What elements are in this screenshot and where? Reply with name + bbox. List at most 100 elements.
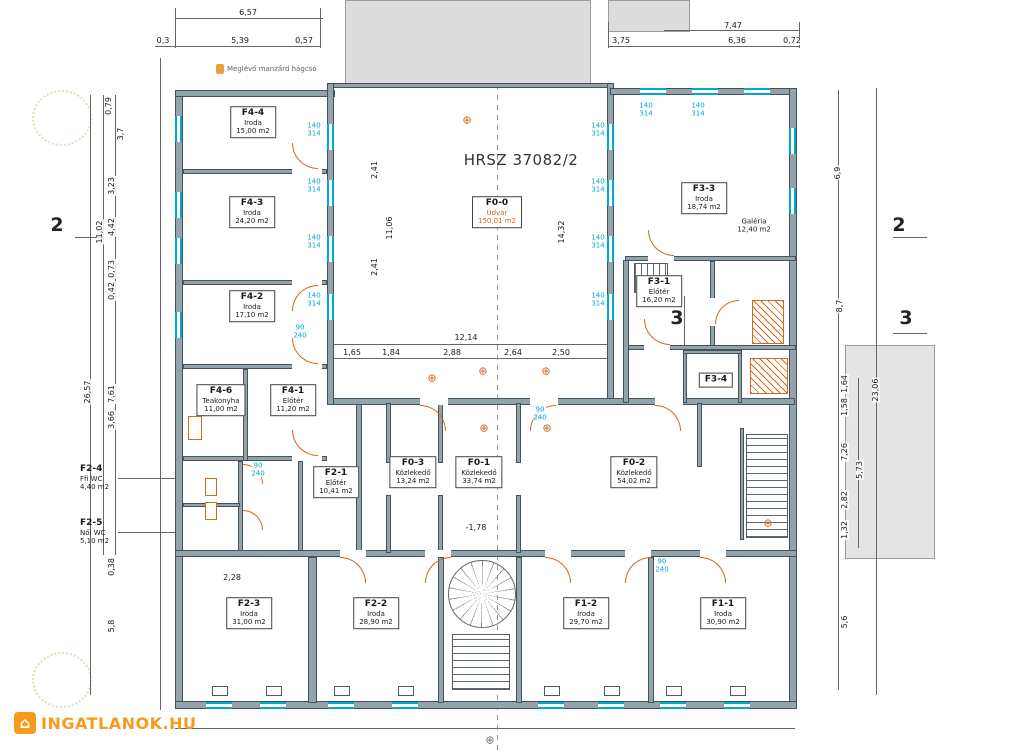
wall (175, 550, 797, 557)
dimension-label: 5,39 (230, 36, 250, 45)
wall (183, 456, 327, 461)
dimension-label: 2,82 (840, 490, 849, 510)
dimension-label: 2,64 (503, 348, 523, 357)
dimension-label: 6,57 (238, 8, 258, 17)
dimension-label: 2,28 (222, 573, 242, 582)
dimension-label: 4,42 (107, 217, 116, 237)
window-symbol (744, 88, 770, 95)
room-code: F4-2 (240, 292, 264, 303)
dimension-line (838, 90, 839, 690)
dimension-label: 2,41 (370, 257, 379, 277)
dimension-line (684, 296, 685, 346)
room-name: Előtér (648, 288, 670, 297)
room-code: F2-5 (80, 518, 103, 529)
room-area: 11,20 m2 (276, 405, 310, 414)
room-area: 13,24 m2 (396, 477, 430, 486)
dimension-line (320, 8, 321, 48)
window-size-tag-line: 314 (691, 109, 705, 117)
dimension-line (608, 46, 800, 47)
room-name: Előtér (325, 479, 347, 488)
dimension-label: 1,64 (840, 374, 849, 394)
window-size-tag-line: 140 (591, 233, 605, 242)
survey-marker-icon: ⊕ (485, 733, 495, 747)
wall (386, 403, 391, 463)
door-swing-icon (700, 557, 726, 583)
door-swing-icon (292, 143, 318, 169)
window-symbol (327, 236, 334, 262)
wall-opening (648, 256, 674, 261)
dimension-label: 12,14 (453, 333, 479, 342)
door-swing-icon (644, 319, 670, 345)
dimension-label: 0,3 (155, 36, 171, 45)
door-size-tag-line: 90 (535, 405, 545, 414)
room-name: Iroda (367, 610, 385, 619)
watermark-text: INGATLANOK.HU (41, 713, 197, 733)
dimension-line (608, 22, 609, 48)
opening-tag-box (544, 686, 560, 696)
dimension-label: 3,7 (116, 126, 125, 142)
wall (516, 403, 521, 463)
wall-opening (644, 345, 670, 350)
parcel-number-title: HRSZ 37082/2 (463, 151, 579, 169)
room-area: 16,20 m2 (642, 296, 676, 305)
dimension-line (333, 344, 610, 345)
dimension-label: 0,38 (107, 557, 116, 577)
window-symbol (598, 702, 624, 709)
dimension-label: 3,23 (107, 176, 116, 196)
room-name: Női WC (80, 529, 106, 538)
wall-opening (700, 550, 726, 557)
window-symbol (789, 188, 796, 214)
door-size-tag-line: 90 (253, 461, 263, 470)
survey-marker-icon: ⊕ (427, 371, 437, 385)
door-swing-icon (648, 230, 674, 256)
wall-opening (530, 398, 558, 405)
ladder-icon (216, 64, 224, 74)
room-name: Galéria (741, 217, 767, 226)
door-size-tag-line: 240 (655, 565, 669, 573)
dimension-label: 26,57 (83, 379, 92, 405)
stamp-circle-bottom (32, 652, 92, 708)
room-code: F0-1 (467, 458, 491, 469)
window-symbol (175, 116, 182, 142)
dimension-label: 1,58 (840, 397, 849, 417)
room-name: Közlekedő (616, 469, 652, 478)
fixture-symbol (205, 502, 217, 520)
door-swing-icon (655, 405, 681, 431)
window-symbol (175, 312, 182, 338)
dimension-line (115, 95, 116, 555)
window-size-tag-line: 140 (307, 121, 321, 130)
room-area: 150,01 m2 (478, 217, 516, 226)
window-size-tag-line: 314 (307, 129, 321, 137)
dimension-label: 5,6 (840, 614, 849, 630)
opening-tag-box (604, 686, 620, 696)
dimension-line (175, 8, 176, 48)
wall (298, 461, 303, 555)
dimension-label: 6,36 (727, 36, 747, 45)
window-symbol (327, 294, 334, 320)
dimension-line (664, 30, 800, 31)
door-swing-icon (340, 557, 366, 583)
dimension-label: 0,42 (107, 281, 116, 301)
room-name: Iroda (243, 209, 261, 218)
wall (308, 557, 317, 703)
opening-tag-box (730, 686, 746, 696)
room-area: 12,40 m2 (737, 226, 771, 234)
window-size-tag-line: 314 (307, 241, 321, 249)
wall (175, 90, 183, 708)
dimension-label: 1,84 (381, 348, 401, 357)
dimension-line (118, 532, 180, 533)
wall (438, 557, 444, 703)
dimension-line (333, 358, 610, 359)
opening-tag-box (212, 686, 228, 696)
dimension-line (75, 237, 103, 238)
door-size-tag-line: 90 (657, 557, 667, 566)
wall-opening (292, 364, 322, 369)
adjacent-parcel-right (845, 345, 935, 559)
room-code: F1-2 (574, 599, 598, 610)
